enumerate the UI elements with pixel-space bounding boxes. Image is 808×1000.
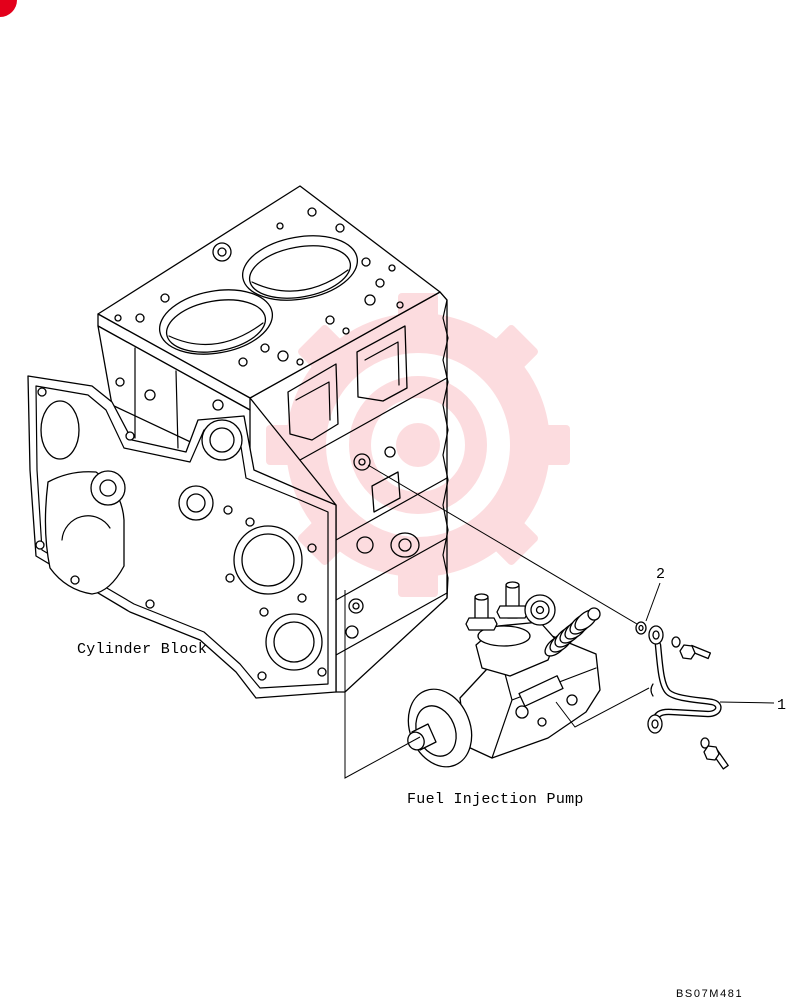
cylinder-block-drawing xyxy=(27,185,449,699)
upper-gasket xyxy=(671,636,681,648)
watermark-gear-tooth xyxy=(534,425,570,465)
front-face-hole xyxy=(115,377,125,387)
pump-mount-hole xyxy=(352,602,360,610)
bolt-hole xyxy=(37,387,47,397)
bolt-hole xyxy=(223,505,233,515)
gear-cavity-gear xyxy=(61,515,111,541)
pipe-lower-banjo-hole xyxy=(651,719,659,729)
front-face-hole xyxy=(144,389,156,401)
head-bolt-hole xyxy=(238,357,248,367)
head-bolt-hole xyxy=(361,257,371,267)
pump-body-plug xyxy=(515,705,529,719)
cylinder-block-label: Cylinder Block xyxy=(77,641,207,658)
side-hole xyxy=(384,446,396,458)
cylinder-bore-liner xyxy=(165,299,267,353)
camshaft-hole xyxy=(209,427,235,453)
head-bolt-hole xyxy=(335,223,345,233)
bore-wall xyxy=(251,269,349,292)
callout-number-1: 1 xyxy=(777,697,786,714)
bolt-hole xyxy=(259,607,269,617)
pump-head-seat xyxy=(477,625,531,647)
pump-mount-boss xyxy=(345,625,359,639)
delivery-fitting-nut xyxy=(496,605,529,619)
head-bolt-hole xyxy=(160,293,170,303)
callout-2-leader xyxy=(645,582,661,622)
pump-body-bolt xyxy=(566,694,578,706)
oil-filter-port xyxy=(398,538,412,552)
fuel-return-port xyxy=(358,458,366,466)
idler-shaft-hole xyxy=(99,479,117,497)
head-bolt-hole xyxy=(296,358,304,366)
pump-top-cap-center xyxy=(535,605,545,615)
delivery-fitting-nut xyxy=(465,617,498,631)
dowel-hole xyxy=(217,247,227,257)
bolt-hole xyxy=(317,667,327,677)
upper-banjo-bolt-head xyxy=(679,644,696,660)
pump-drive-bore xyxy=(273,621,315,663)
delivery-fitting-cap xyxy=(505,581,520,589)
head-bolt-hole xyxy=(325,315,335,325)
corner-mark xyxy=(0,0,17,17)
lower-banjo-bolt-head xyxy=(703,745,720,761)
bolt-hole xyxy=(225,573,235,583)
coil-end-cap xyxy=(587,607,601,621)
fuel-injection-pump-drawing xyxy=(407,581,601,768)
cylinder-bore-liner xyxy=(248,245,352,299)
head-bolt-hole xyxy=(388,264,396,272)
crankshaft-seal-bore xyxy=(241,533,295,587)
gear-case-boss-hole xyxy=(186,493,206,513)
head-bolt-hole xyxy=(364,294,376,306)
bolt-hole xyxy=(297,593,307,603)
head-bolt-hole xyxy=(135,313,145,323)
pump-side-o-ring xyxy=(650,683,654,697)
bolt-hole xyxy=(257,671,267,681)
fuel-pipe-part-1 xyxy=(647,625,729,770)
pump-mount-leader xyxy=(344,590,421,779)
pump-body-plug xyxy=(537,717,547,727)
head-bolt-hole xyxy=(307,207,317,217)
bolt-hole xyxy=(307,543,317,553)
front-face-rib xyxy=(175,370,179,449)
drawing-code: BS07M481 xyxy=(676,988,743,1000)
fuel-injection-pump-label: Fuel Injection Pump xyxy=(407,791,584,808)
front-face-hole xyxy=(212,399,224,411)
side-rib xyxy=(335,592,448,656)
fuel-pipe-bore xyxy=(654,643,721,724)
washer-part-2 xyxy=(635,621,647,635)
watermark-gear-tooth xyxy=(487,325,538,376)
pump-side-cover xyxy=(518,675,564,707)
bore-wall xyxy=(168,322,264,346)
washer-hole xyxy=(638,624,644,632)
pump-drive-shaft-end xyxy=(407,731,425,751)
gear-case-opening xyxy=(40,400,80,460)
bolt-hole xyxy=(35,540,45,550)
bolt-hole xyxy=(125,431,135,441)
head-bolt-hole xyxy=(276,222,284,230)
side-boss xyxy=(356,536,374,554)
head-bolt-hole xyxy=(114,314,122,322)
metering-valve-coil xyxy=(544,607,601,657)
head-bolt-hole xyxy=(277,350,289,362)
pipe-upper-banjo-hole xyxy=(652,630,660,640)
head-bolt-hole xyxy=(375,278,385,288)
head-bolt-hole xyxy=(260,343,270,353)
callout-number-2: 2 xyxy=(656,566,665,583)
bolt-hole xyxy=(70,575,80,585)
delivery-fitting-cap xyxy=(474,593,489,601)
head-bolt-hole xyxy=(396,301,404,309)
callout-1-leader xyxy=(719,701,775,704)
bolt-hole xyxy=(245,517,255,527)
head-bolt-hole xyxy=(342,327,350,335)
bolt-hole xyxy=(145,599,155,609)
pipe-to-pump-leader xyxy=(555,687,650,728)
lower-gasket xyxy=(700,737,710,749)
